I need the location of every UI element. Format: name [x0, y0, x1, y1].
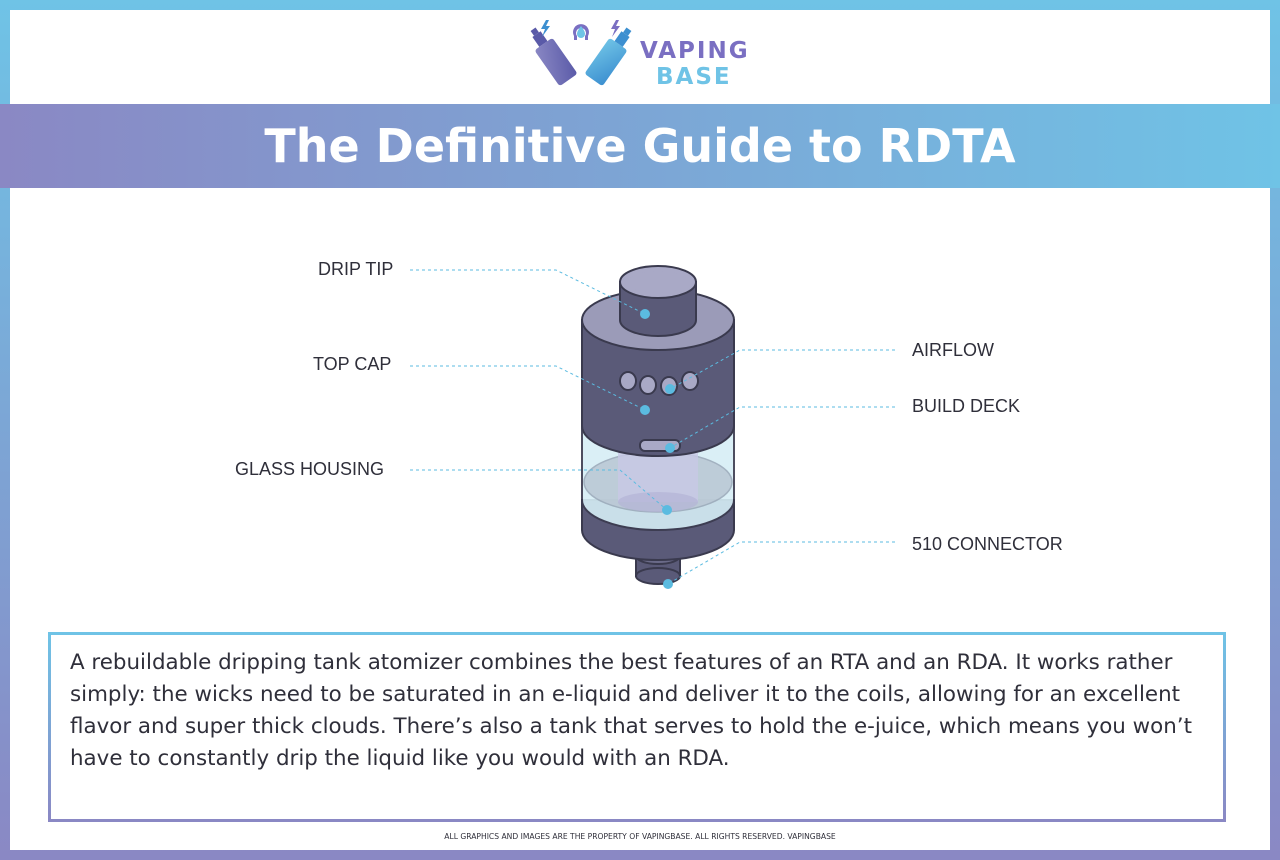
leader-glass-housing	[410, 469, 668, 511]
leader-lines	[410, 269, 895, 585]
leader-510-connector	[667, 541, 895, 585]
description-box: A rebuildable dripping tank atomizer com…	[48, 632, 1226, 822]
label-drip-tip: DRIP TIP	[318, 259, 394, 279]
logo-text-vaping: VAPING	[640, 38, 750, 64]
airflow-hole-4	[681, 371, 699, 391]
logo-text-base: BASE	[656, 64, 732, 90]
rdta-illustration	[581, 265, 735, 585]
description-text: A rebuildable dripping tank atomizer com…	[70, 650, 1192, 771]
dot-drip-tip	[640, 309, 650, 319]
dot-510-connector	[663, 579, 673, 589]
dot-airflow	[665, 384, 675, 394]
label-510-connector: 510 CONNECTOR	[912, 534, 1063, 554]
copyright-footer: ALL GRAPHICS AND IMAGES ARE THE PROPERTY…	[444, 832, 836, 841]
vape-mods-logo-icon	[530, 20, 632, 86]
rdta-diagram	[410, 265, 895, 589]
dot-top-cap	[640, 405, 650, 415]
label-build-deck: BUILD DECK	[912, 396, 1021, 416]
label-top-cap: TOP CAP	[313, 354, 392, 374]
leader-drip-tip	[410, 269, 646, 315]
title-banner: The Definitive Guide to RDTA	[0, 104, 1280, 188]
leader-dots	[640, 309, 675, 589]
dot-build-deck	[665, 443, 675, 453]
vapingbase-logo: VAPING BASE	[516, 14, 766, 98]
airflow-hole-2	[639, 375, 657, 395]
page-title: The Definitive Guide to RDTA	[264, 119, 1016, 173]
dot-glass-housing	[662, 505, 672, 515]
label-glass-housing: GLASS HOUSING	[235, 459, 385, 479]
label-airflow: AIRFLOW	[912, 340, 995, 360]
top-cap-shape	[581, 319, 735, 457]
airflow-hole-1	[619, 371, 637, 391]
leader-top-cap	[410, 365, 646, 411]
